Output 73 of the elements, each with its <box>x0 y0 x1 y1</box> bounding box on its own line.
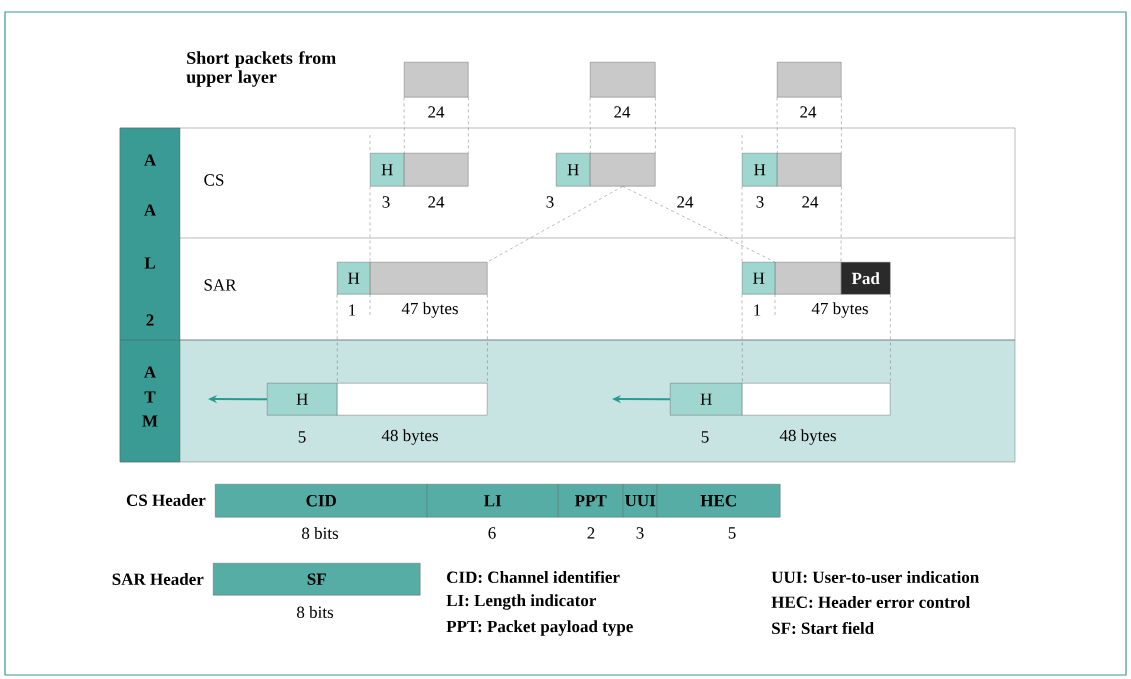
layer-letter: T <box>144 391 156 403</box>
row-label: SAR <box>204 279 237 291</box>
header-cell: H <box>556 153 591 187</box>
title-text: Short packets from upper layer <box>186 51 336 87</box>
field-cell: CID <box>215 484 428 518</box>
dimension-label: 24 <box>428 196 445 208</box>
legend-text: UUI: User-to-user indication <box>771 571 979 583</box>
header-cell: H <box>742 153 778 187</box>
connector-line <box>841 97 842 154</box>
dimension-label: 8 bits <box>302 527 339 539</box>
legend-text: SF: Start field <box>772 621 874 635</box>
layer-letter: A <box>144 204 157 216</box>
dimension-label: 24 <box>677 196 694 208</box>
payload-cell <box>590 153 656 187</box>
dimension-label: 47 bytes <box>811 302 868 318</box>
connector-line <box>403 97 405 154</box>
payload-cell <box>777 62 842 98</box>
connector-line <box>589 97 591 154</box>
dimension-label: 2 <box>587 527 595 539</box>
header-cell: H <box>337 262 371 295</box>
layer-letter: 2 <box>146 314 154 326</box>
legend-text: LI: Length indicator <box>446 594 596 610</box>
payload-cell <box>404 153 469 187</box>
layer-letter: L <box>144 257 155 269</box>
dimension-label: 24 <box>800 106 817 118</box>
layer-letter: A <box>144 154 157 166</box>
connector-line <box>468 97 469 154</box>
dimension-label: 47 bytes <box>401 302 458 318</box>
connector-line <box>655 97 656 154</box>
dimension-label: 48 bytes <box>779 429 836 445</box>
connector-line <box>776 97 778 154</box>
dimension-label: 5 <box>298 431 306 443</box>
legend-text: CID: Channel identifier <box>447 570 620 584</box>
layer-letter: A <box>144 366 157 378</box>
dimension-label: 24 <box>614 106 631 118</box>
dimension-label: 3 <box>546 196 554 208</box>
header-cell: H <box>267 383 338 416</box>
connector-line <box>840 186 842 263</box>
connector-line <box>369 186 371 263</box>
field-cell: UUI <box>623 484 658 518</box>
row-label: CS <box>204 174 224 186</box>
connector-line <box>336 294 338 384</box>
header-cell: H <box>670 383 743 416</box>
field-cell: PPT <box>558 484 624 518</box>
dimension-label: 48 bytes <box>381 429 438 445</box>
connector-line <box>622 186 776 263</box>
payload-cell <box>742 383 891 416</box>
connector-line <box>487 294 488 384</box>
payload-cell <box>337 383 488 416</box>
legend-text: HEC: Header error control <box>771 596 970 608</box>
payload-cell <box>590 62 656 98</box>
field-cell: SF <box>213 563 421 596</box>
dimension-label: 3 <box>382 196 390 208</box>
legend-text: PPT: Packet payload type <box>446 620 633 636</box>
payload-cell <box>775 262 842 295</box>
connector-line <box>741 294 743 384</box>
header-cell: H <box>370 153 405 187</box>
payload-cell <box>404 62 469 98</box>
dimension-label: 1 <box>754 304 761 316</box>
dimension-label: 24 <box>428 106 445 118</box>
pad-cell: Pad <box>841 262 891 295</box>
dimension-label: 5 <box>701 431 709 443</box>
payload-cell <box>370 262 488 295</box>
connector-line <box>890 294 891 384</box>
dimension-label: 3 <box>636 527 644 539</box>
layer-letter: M <box>142 415 158 427</box>
connector-line <box>741 186 743 263</box>
connector-line <box>487 186 623 263</box>
dimension-label: 24 <box>802 196 819 208</box>
header-cell: H <box>742 262 776 295</box>
dimension-label: 3 <box>756 196 764 208</box>
payload-cell <box>777 153 842 187</box>
dimension-label: 1 <box>349 304 356 316</box>
